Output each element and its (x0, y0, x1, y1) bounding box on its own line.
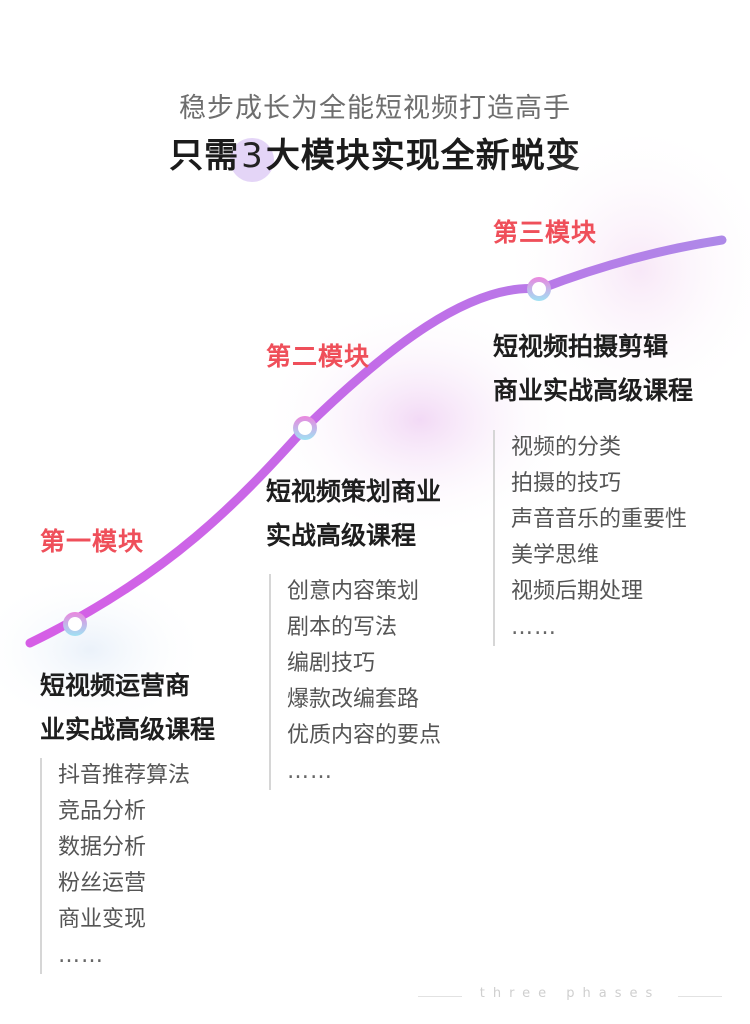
list-item: 视频后期处理 (511, 579, 644, 604)
background-glow (500, 120, 750, 420)
headline-suffix: 大模块实现全新蜕变 (265, 136, 581, 176)
list-item: 粉丝运营 (58, 871, 147, 896)
module-3-course-title-line2: 商业实战高级课程 (493, 376, 694, 405)
list-item: 声音音乐的重要性 (511, 507, 688, 532)
page-subtitle: 稳步成长为全能短视频打造高手 (179, 93, 571, 124)
module-3-label: 第三模块 (493, 218, 598, 247)
list-item-more: …… (511, 615, 557, 640)
module-3-course-title-line1: 短视频拍摄剪辑 (493, 332, 669, 361)
module-node-2 (293, 416, 317, 440)
list-item: 竞品分析 (58, 799, 147, 824)
module-2-course-title: 短视频策划商业 实战高级课程 (266, 470, 441, 558)
module-2-label: 第二模块 (266, 342, 371, 371)
module-node-1 (63, 612, 87, 636)
list-item: 剧本的写法 (287, 615, 398, 640)
module-2-topic-list: 创意内容策划 剧本的写法 编剧技巧 爆款改编套路 优质内容的要点 …… (269, 574, 441, 790)
list-item: 商业变现 (58, 907, 147, 932)
page-title: 只需3大模块实现全新蜕变 (0, 128, 750, 182)
footer-rule-left (418, 996, 462, 997)
list-item: 创意内容策划 (287, 579, 420, 604)
module-3-course-title: 短视频拍摄剪辑 商业实战高级课程 (493, 325, 693, 413)
list-item: 编剧技巧 (287, 651, 376, 676)
module-1-course-title-line2: 业实战高级课程 (40, 715, 216, 744)
list-item: 美学思维 (511, 543, 600, 568)
footer-watermark: three phases (418, 986, 722, 1006)
list-item: 数据分析 (58, 835, 147, 860)
list-item: 视频的分类 (511, 435, 622, 460)
list-item: 抖音推荐算法 (58, 763, 191, 788)
headline-number: 3 (241, 136, 264, 176)
background-glow (0, 570, 210, 730)
module-1-course-title: 短视频运营商 业实战高级课程 (40, 664, 215, 752)
module-1-course-title-line1: 短视频运营商 (40, 671, 191, 700)
curve-line (25, 235, 727, 648)
list-item: 优质内容的要点 (287, 723, 442, 748)
footer-rule-right (678, 996, 722, 997)
list-item-more: …… (58, 943, 104, 968)
module-node-3 (527, 277, 551, 301)
footer-caption: three phases (479, 986, 661, 1001)
list-item-more: …… (287, 759, 333, 784)
module-2-course-title-line1: 短视频策划商业 (266, 477, 442, 506)
module-1-label: 第一模块 (40, 527, 145, 556)
list-item: 爆款改编套路 (287, 687, 420, 712)
module-3-topic-list: 视频的分类 拍摄的技巧 声音音乐的重要性 美学思维 视频后期处理 …… (493, 430, 687, 646)
headline-prefix: 只需 (169, 136, 240, 176)
background-glow (260, 300, 580, 540)
module-2-course-title-line2: 实战高级课程 (266, 521, 417, 550)
list-item: 拍摄的技巧 (511, 471, 622, 496)
module-1-topic-list: 抖音推荐算法 竞品分析 数据分析 粉丝运营 商业变现 …… (40, 758, 190, 974)
